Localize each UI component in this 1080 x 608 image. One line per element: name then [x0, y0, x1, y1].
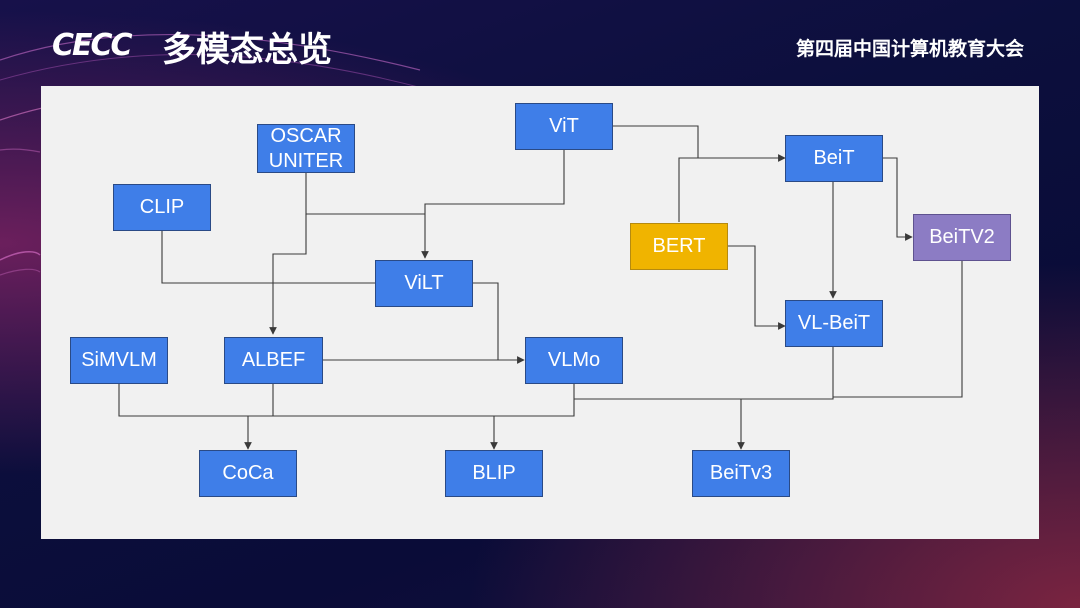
edge-bert-beit [679, 158, 698, 222]
node-uniter-label: UNITER [269, 149, 343, 174]
node-beitv2: BeiTV2 [913, 214, 1011, 261]
node-bert: BERT [630, 223, 728, 270]
edge-clip-vilt [162, 231, 375, 283]
edge-vit-vilt [425, 150, 564, 258]
edge-vit-beit [613, 126, 785, 158]
edge-bus [119, 383, 574, 416]
node-oscar-label: OSCAR [270, 124, 341, 149]
node-vit: ViT [515, 103, 613, 150]
cecc-logo: CECC [52, 28, 131, 63]
node-clip: CLIP [113, 184, 211, 231]
node-albef: ALBEF [224, 337, 323, 384]
diagram-panel: ViT OSCAR UNITER CLIP BeiT BERT BeiTV2 V… [41, 86, 1039, 539]
edge-vlbeit-beitv3 [741, 347, 833, 449]
page-title: 多模态总览 [162, 22, 332, 71]
edge-vilt-vlmo [473, 283, 498, 360]
conference-name: 第四届中国计算机教育大会 [796, 34, 1024, 61]
edge-oscar-albef [273, 214, 306, 334]
node-beit: BeiT [785, 135, 883, 182]
node-blip: BLIP [445, 450, 543, 497]
node-vlmo: VLMo [525, 337, 623, 384]
node-vilt: ViLT [375, 260, 473, 307]
node-beitv3: BeiTv3 [692, 450, 790, 497]
node-coca: CoCa [199, 450, 297, 497]
node-vl-beit: VL-BeiT [785, 300, 883, 347]
node-oscar-uniter: OSCAR UNITER [257, 124, 355, 173]
edge-beit-beitv2 [883, 158, 912, 237]
edge-bert-vlbeit [728, 246, 785, 326]
edge-oscar-vilt [306, 172, 425, 214]
node-simvlm: SiMVLM [70, 337, 168, 384]
